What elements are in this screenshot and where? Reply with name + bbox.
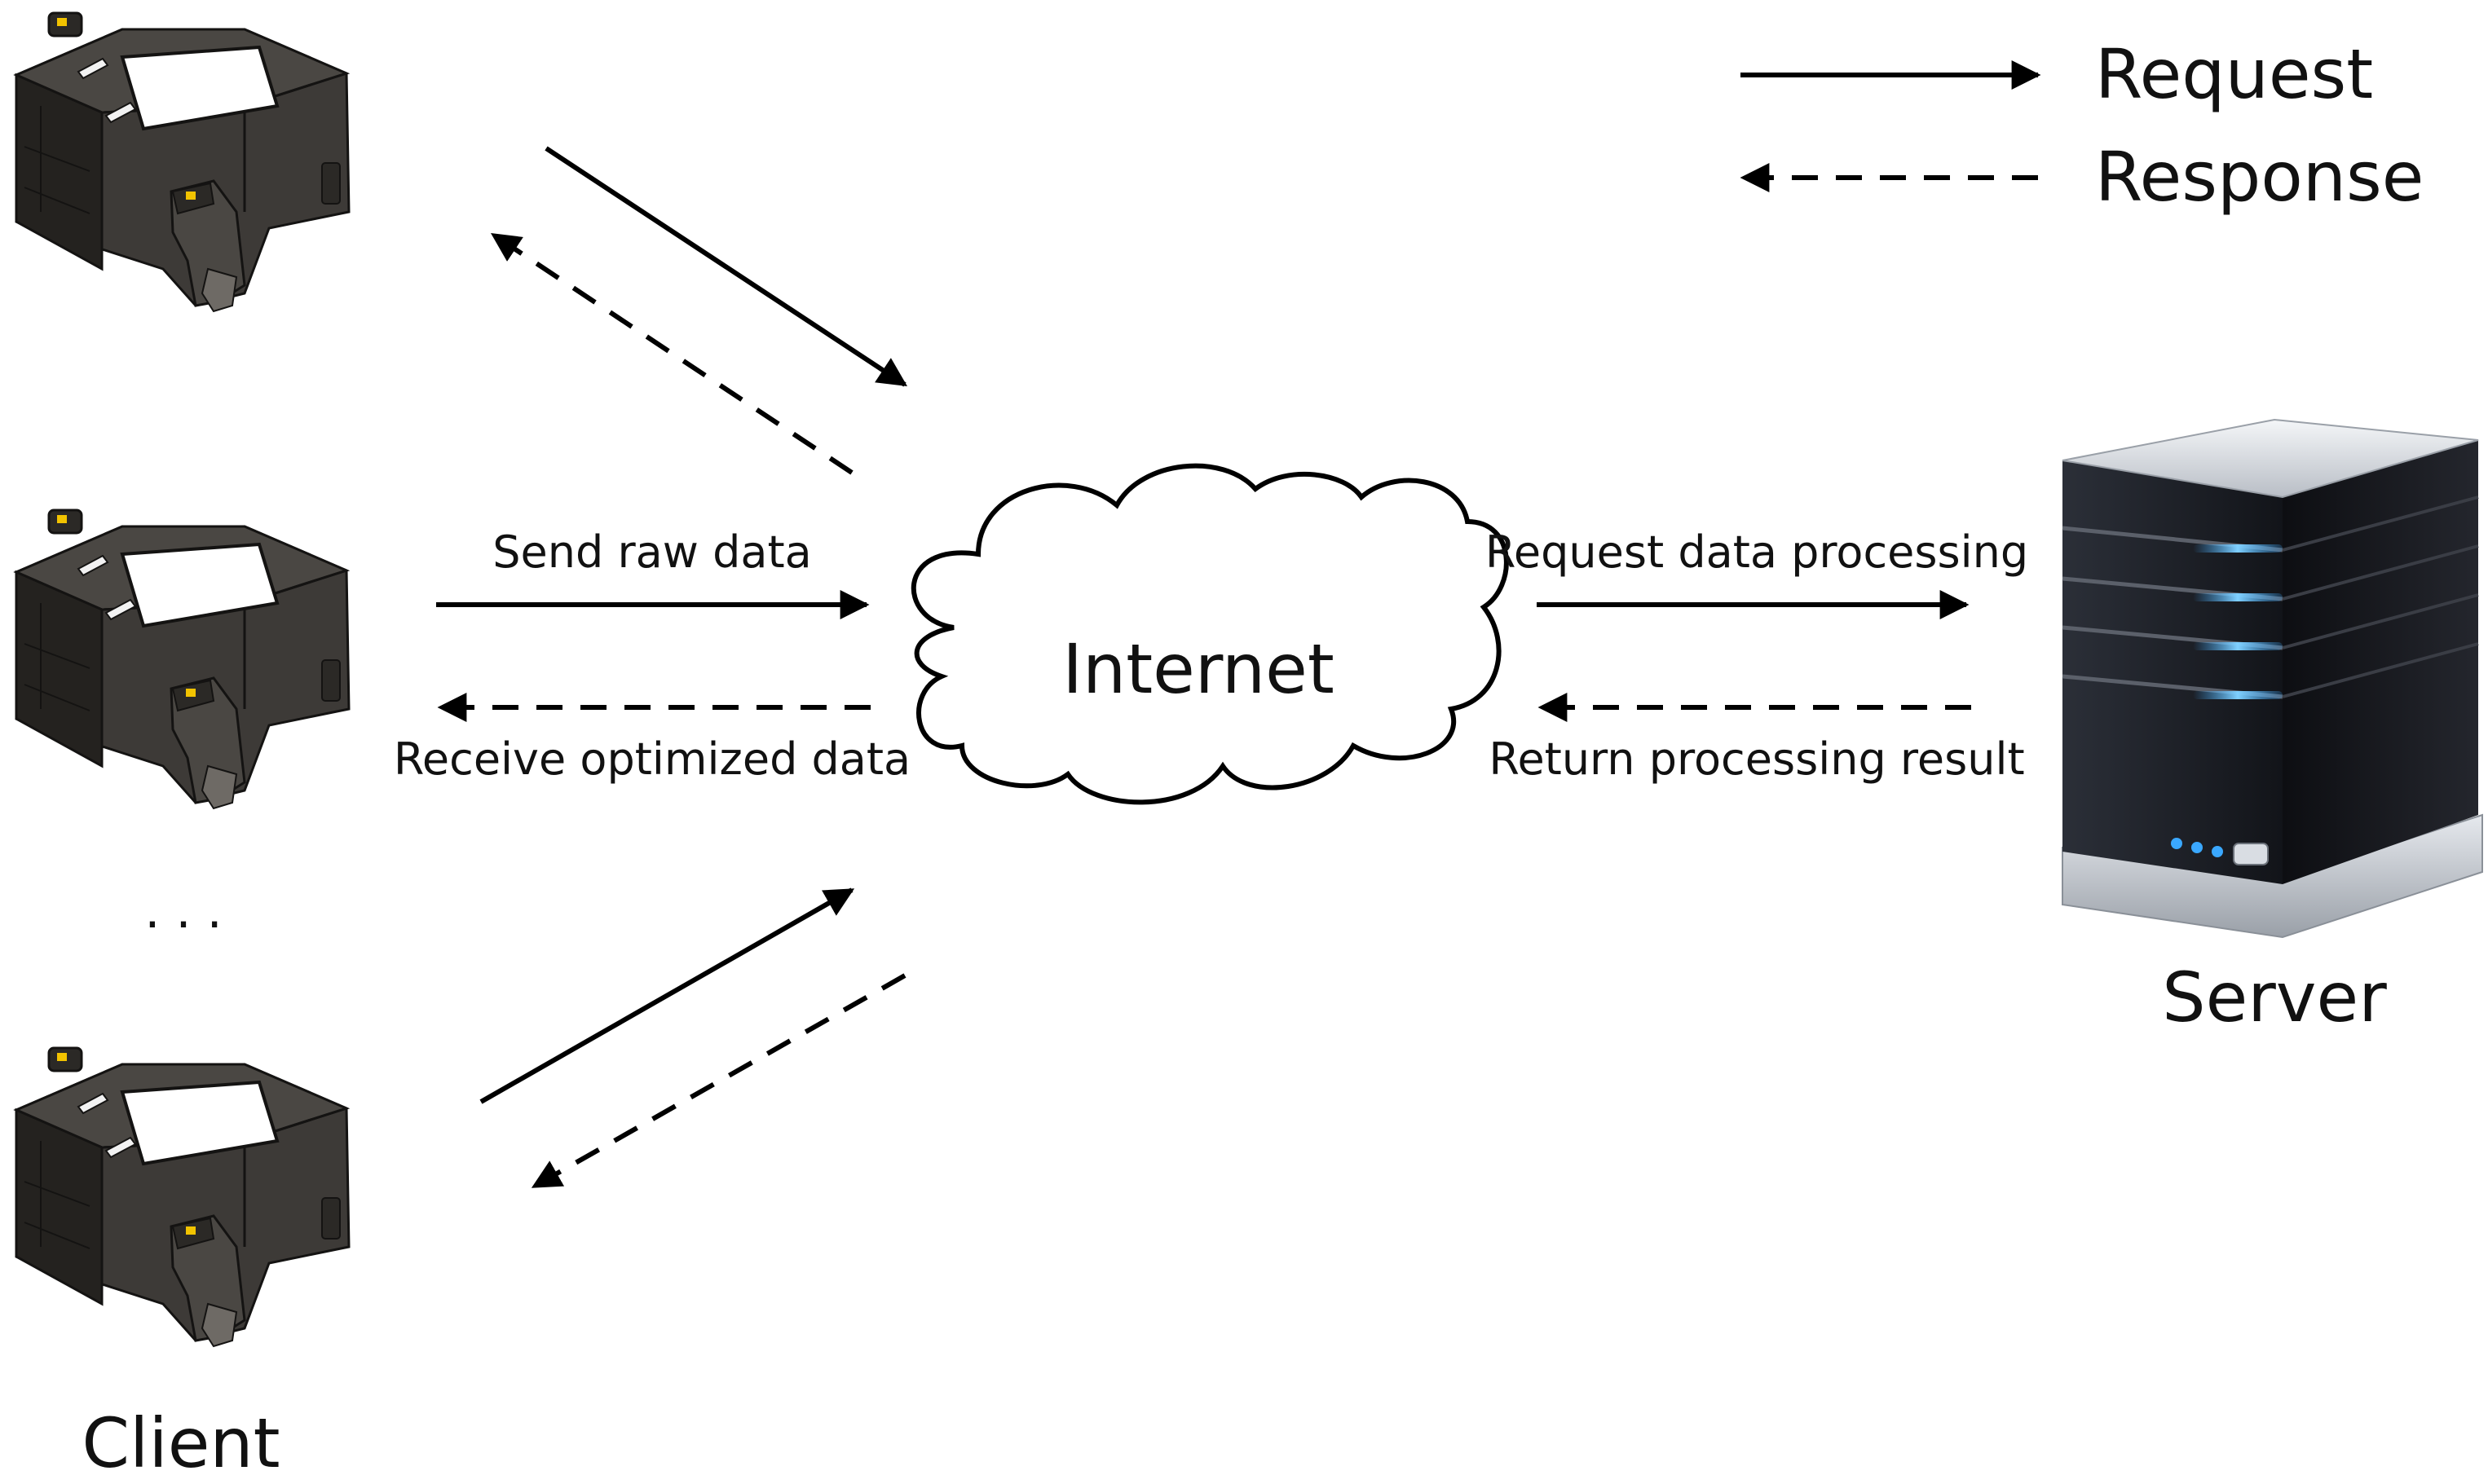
edge-label-receive-optimized-data: Receive optimized data	[394, 733, 911, 785]
legend-response-label: Response	[2095, 137, 2424, 217]
server-label: Server	[2162, 958, 2387, 1037]
internet-label: Internet	[1062, 629, 1334, 709]
legend: Request Response	[1740, 34, 2424, 217]
client-device-3-icon	[15, 1046, 351, 1348]
legend-request-label: Request	[2095, 34, 2373, 114]
edge-label-return-processing-result: Return processing result	[1489, 733, 2024, 785]
client-device-1-icon	[15, 11, 351, 313]
request-arrow-client-3	[479, 887, 855, 1104]
server-icon	[2062, 418, 2483, 939]
request-arrow-client-1	[545, 146, 908, 387]
response-arrow-client-1	[491, 232, 854, 475]
ellipsis: · · ·	[144, 896, 222, 953]
edge-label-request-data-processing: Request data processing	[1485, 526, 2028, 578]
client-label: Client	[82, 1403, 280, 1483]
client-device-2-icon	[15, 509, 351, 810]
edge-label-send-raw-data: Send raw data	[492, 526, 811, 578]
internet-cloud-icon	[911, 463, 1509, 805]
response-arrow-client-3	[531, 973, 907, 1189]
